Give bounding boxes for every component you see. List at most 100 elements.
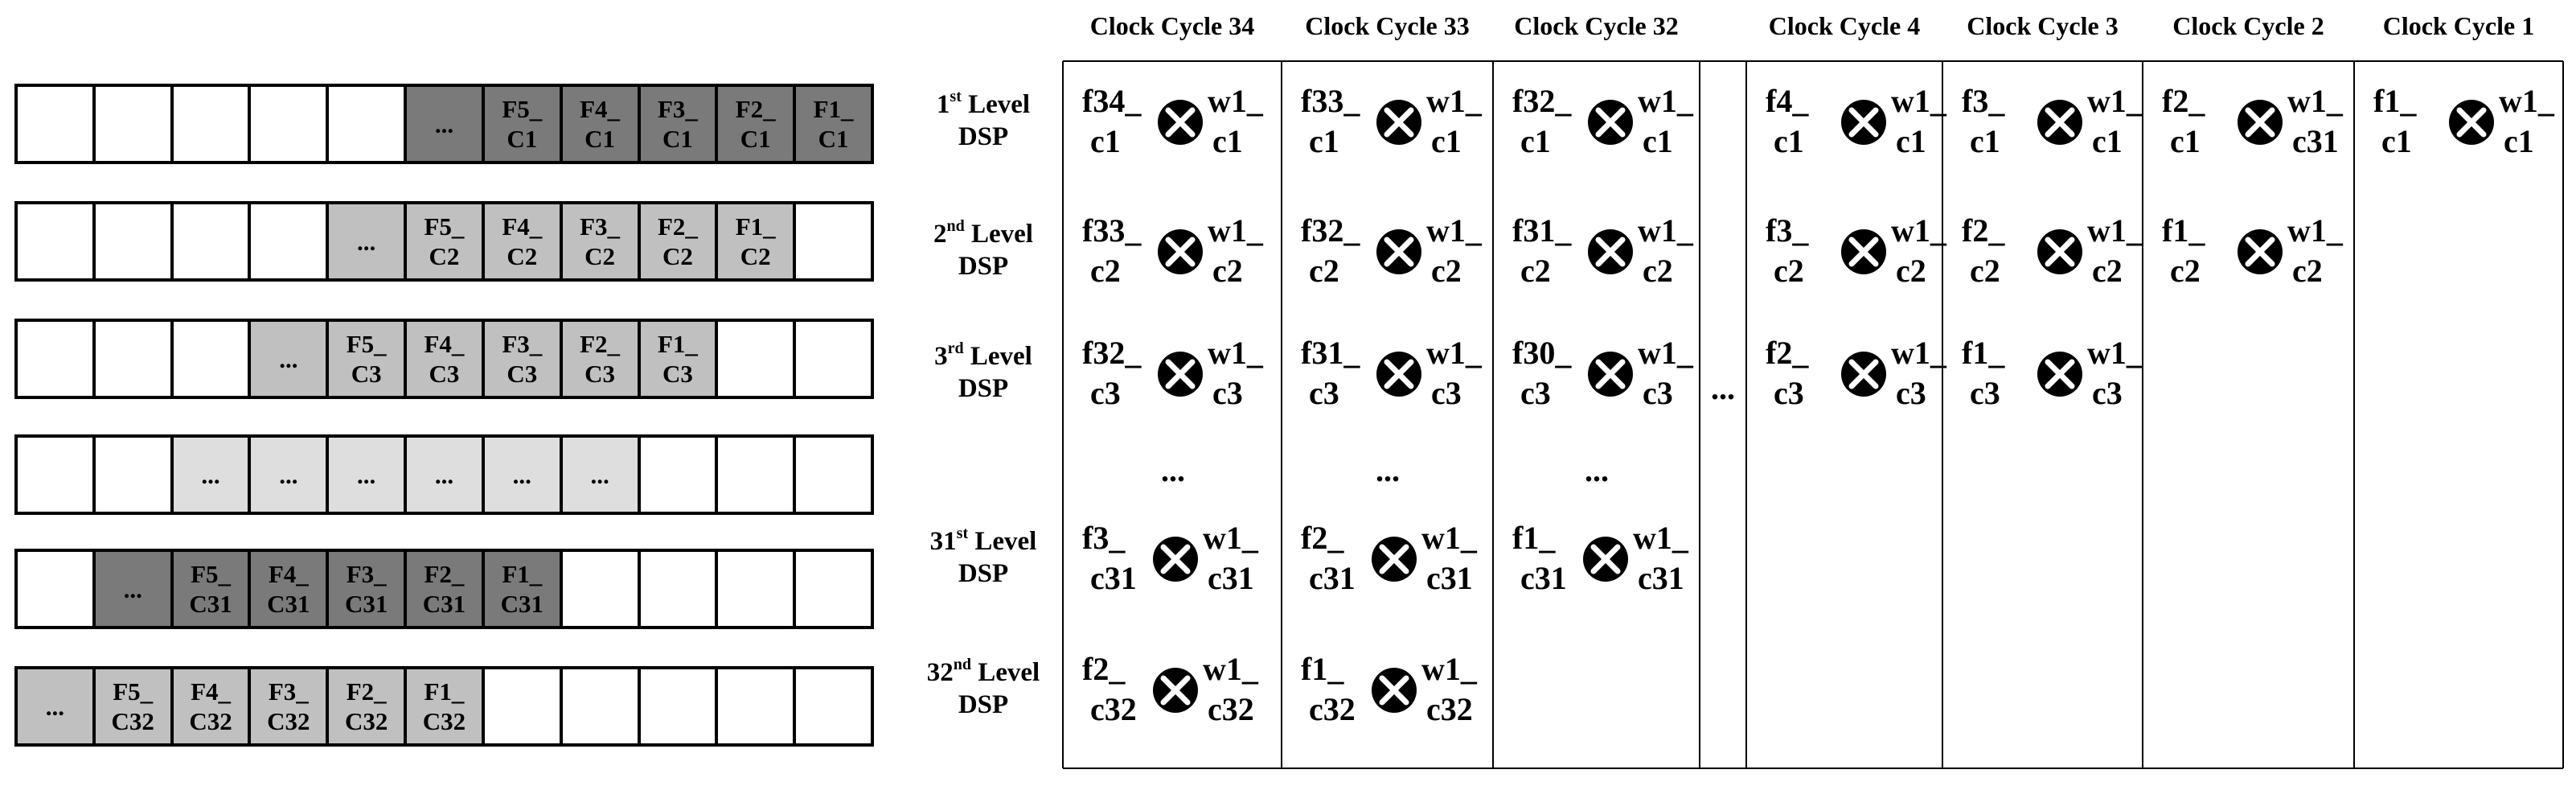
- buffer-cell: ...: [407, 87, 485, 161]
- buffer-cell: [173, 322, 252, 396]
- operand-text: f1_: [2373, 83, 2417, 119]
- buffer-cell-text: ...: [357, 460, 376, 489]
- operand-text: w1_: [1638, 83, 1693, 119]
- buffer-cell-text: F3_: [268, 677, 309, 706]
- operand-text: f2_: [1962, 212, 2005, 249]
- multiply-circle-icon: [2449, 100, 2494, 145]
- multiply-circle-icon: [2037, 229, 2082, 274]
- operand-text: c1: [2381, 123, 2412, 159]
- operand-text: c3: [1896, 375, 1926, 411]
- operand-text: c2: [1520, 253, 1551, 289]
- operand-text: c2: [1970, 253, 2000, 289]
- buffer-cell: ...: [173, 438, 252, 512]
- operand-text: c2: [1643, 253, 1673, 289]
- buffer-cell-text: ...: [123, 574, 142, 603]
- operand-text: f33_: [1082, 212, 1142, 249]
- operand-text: f3_: [1082, 520, 1126, 556]
- buffer-cell: [173, 87, 252, 161]
- buffer-cell-text: ...: [590, 460, 609, 489]
- buffer-cell-text: F1_: [657, 330, 698, 358]
- operand-text: w1_: [1638, 335, 1693, 371]
- operand-text: c32: [1090, 691, 1137, 727]
- operand-text: c2: [1896, 253, 1926, 289]
- operand-text: w1_: [1891, 212, 1946, 249]
- operand-text: c32: [1208, 691, 1254, 727]
- multiply-circle-icon: [1158, 100, 1203, 145]
- buffer-cell-text: C1: [662, 125, 693, 153]
- buffer-cell: F3_C32: [251, 669, 330, 743]
- buffer-cell-text: C32: [267, 707, 310, 735]
- buffer-cell-text: F3_: [346, 560, 387, 588]
- buffer-cell-text: C3: [585, 360, 616, 388]
- buffer-cell-text: C2: [740, 242, 771, 270]
- buffer-cell: F4_C2: [484, 204, 563, 278]
- buffer-cell-text: F2_: [657, 212, 698, 241]
- buffer-cell: ...: [562, 438, 641, 512]
- buffer-cell-text: C32: [344, 707, 388, 735]
- buffer-cell-text: F1_: [424, 677, 465, 706]
- buffer-cell: [718, 552, 797, 626]
- multiply-circle-icon: [1153, 668, 1198, 713]
- buffer-cell: [640, 552, 719, 626]
- buffer-cell-text: ...: [357, 227, 376, 256]
- operand-text: c1: [2170, 123, 2201, 159]
- buffer-cell: F1_C31: [484, 552, 563, 626]
- buffer-cell: [796, 669, 871, 743]
- operand-text: w1_: [1891, 335, 1946, 371]
- operand-text: w1_: [1638, 212, 1693, 249]
- buffer-cell: [18, 204, 96, 278]
- multiply-circle-icon: [1376, 100, 1421, 145]
- operand-text: c31: [1090, 560, 1137, 596]
- buffer-cell-text: C3: [351, 360, 382, 388]
- operand-text: c31: [1426, 560, 1473, 596]
- operand-text: w1_: [2499, 83, 2554, 119]
- buffer-cell: [251, 204, 330, 278]
- clock-cycle-header: Clock Cycle 4: [1768, 11, 1921, 40]
- buffer-cell: [95, 322, 174, 396]
- multiply-circle-icon: [1372, 668, 1417, 713]
- operand-text: c2: [1309, 253, 1339, 289]
- buffer-cell: F1_C32: [407, 669, 485, 743]
- buffer-cell: [796, 552, 871, 626]
- operand-text: c1: [1896, 123, 1926, 159]
- row-ellipsis: ...: [1585, 452, 1609, 488]
- operand-text: f2_: [1766, 335, 1809, 371]
- level-word: Level: [971, 658, 1040, 687]
- operand-text: w1_: [1421, 520, 1477, 556]
- multiply-circle-icon: [2238, 100, 2283, 145]
- buffer-cell-text: C31: [344, 590, 388, 618]
- buffer-cell: ...: [251, 438, 330, 512]
- buffer-cell: [18, 438, 96, 512]
- buffer-cell-text: F2_: [346, 677, 387, 706]
- operand-text: c31: [1638, 560, 1684, 596]
- buffer-cell: [718, 438, 797, 512]
- level-suffix: st: [956, 525, 969, 542]
- buffer-cell: F1_C3: [640, 322, 719, 396]
- buffer-cell-text: F2_: [580, 330, 621, 358]
- operand-text: f2_: [1301, 520, 1344, 556]
- buffer-cell: F5_C2: [407, 204, 485, 278]
- operand-text: c1: [1520, 123, 1551, 159]
- buffer-cell: F1_C1: [796, 87, 871, 161]
- buffer-cell: F4_C31: [251, 552, 330, 626]
- buffer-cell-text: ...: [201, 460, 220, 489]
- operand-text: w1_: [2087, 212, 2143, 249]
- operand-text: c1: [1970, 123, 2000, 159]
- operand-text: w1_: [2087, 83, 2143, 119]
- buffer-cell-text: ...: [434, 109, 454, 138]
- multiply-circle-icon: [1841, 229, 1886, 274]
- buffer-cell: ...: [407, 438, 485, 512]
- buffer-cell-text: C3: [662, 360, 693, 388]
- buffer-cell-text: ...: [512, 460, 531, 489]
- buffer-cell-text: F3_: [502, 330, 543, 358]
- buffer-cell: ...: [251, 322, 330, 396]
- level-unit: DSP: [958, 559, 1009, 588]
- level-number: 31: [929, 527, 957, 556]
- buffer-cell-text: F3_: [657, 95, 698, 123]
- buffer-cell: F4_C1: [562, 87, 641, 161]
